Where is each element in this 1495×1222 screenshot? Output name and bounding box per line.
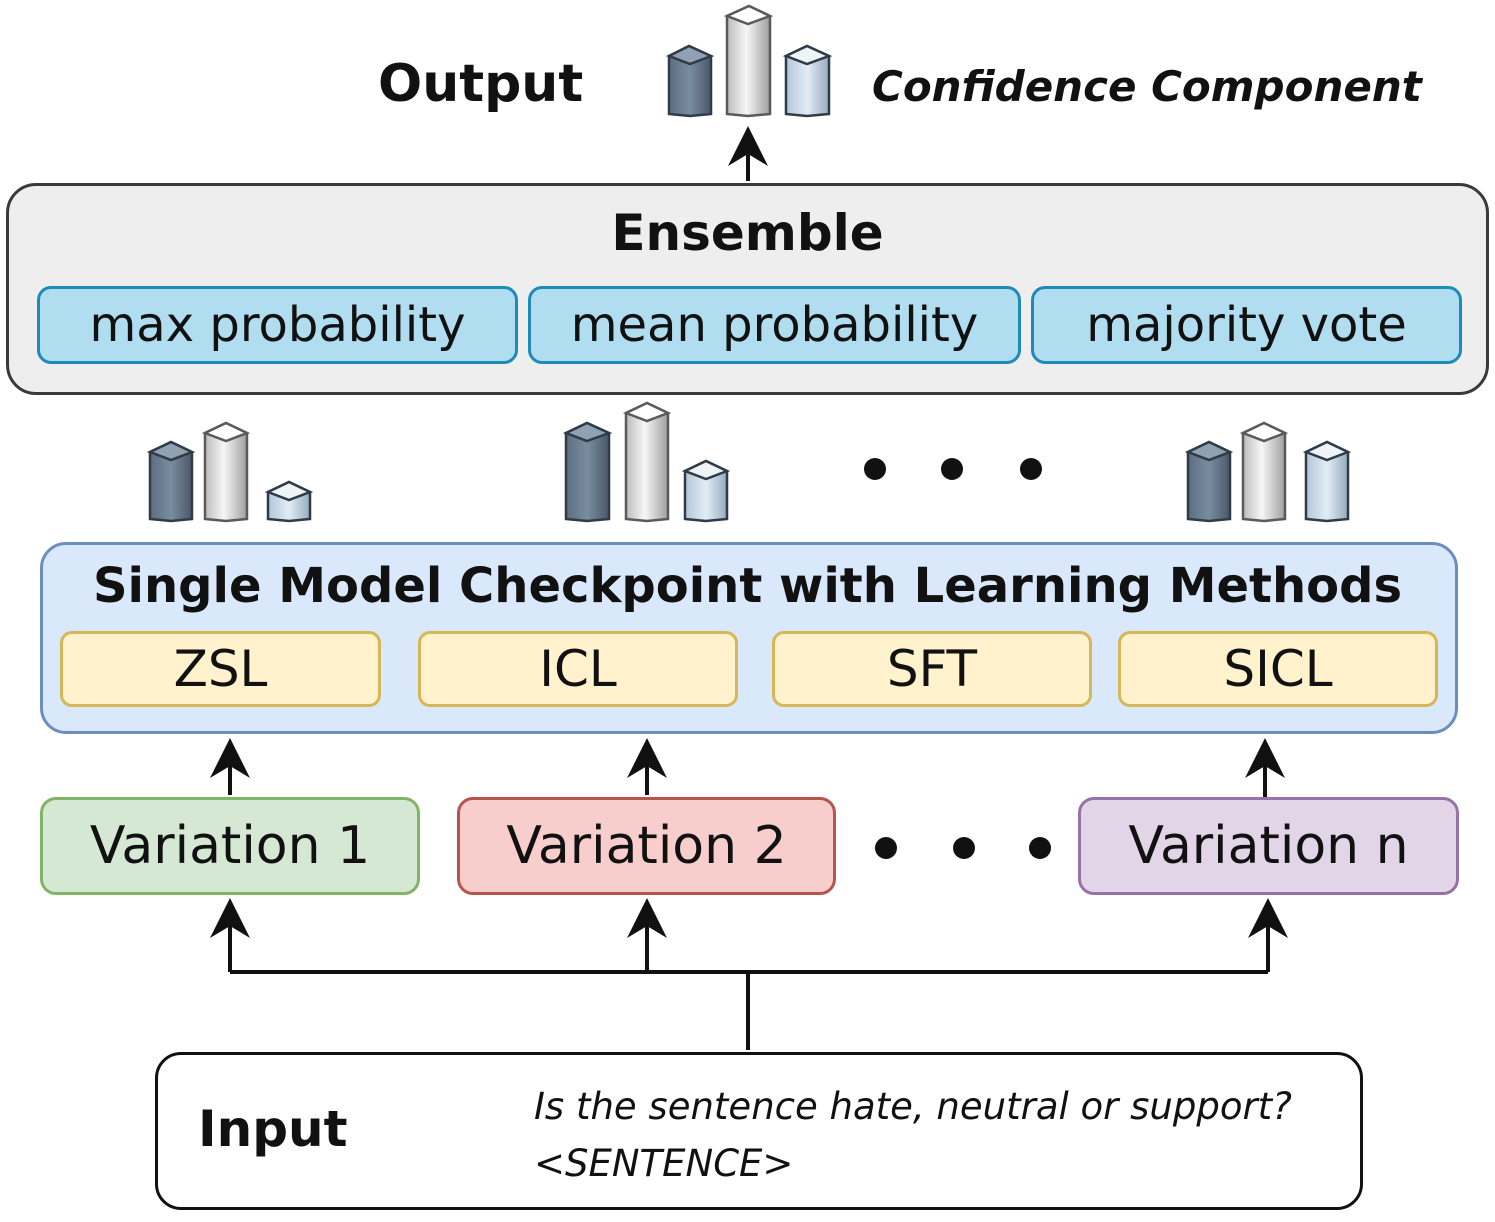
ellipsis-dots-row-1 bbox=[864, 458, 1042, 480]
ensemble-method-max-probability: max probability bbox=[37, 286, 518, 364]
ensemble-method-majority-vote: majority vote bbox=[1031, 286, 1462, 364]
learning-method-sft: SFT bbox=[772, 631, 1092, 707]
confidence-component-label: Confidence Component bbox=[872, 62, 1422, 111]
ensemble-method-mean-probability: mean probability bbox=[528, 286, 1021, 364]
checkpoint-1-confidence-bars-icon bbox=[146, 421, 314, 523]
variation-n-box: Variation n bbox=[1078, 797, 1459, 895]
learning-method-zsl: ZSL bbox=[60, 631, 381, 707]
checkpoint-2-confidence-bars-icon bbox=[562, 401, 731, 523]
variation-1-box: Variation 1 bbox=[40, 797, 420, 895]
ellipsis-dots-row-2 bbox=[875, 837, 1051, 859]
output-confidence-bars-icon bbox=[665, 4, 833, 118]
learning-method-sicl: SICL bbox=[1118, 631, 1438, 707]
input-label: Input bbox=[198, 1100, 348, 1158]
model-checkpoint-title: Single Model Checkpoint with Learning Me… bbox=[92, 558, 1403, 614]
ensemble-title: Ensemble bbox=[611, 204, 884, 262]
variation-2-box: Variation 2 bbox=[457, 797, 836, 895]
learning-method-icl: ICL bbox=[418, 631, 738, 707]
input-box bbox=[155, 1052, 1363, 1210]
output-label: Output bbox=[378, 54, 584, 114]
input-sentence-placeholder: <SENTENCE> bbox=[534, 1142, 794, 1185]
input-question-text: Is the sentence hate, neutral or support… bbox=[534, 1085, 1292, 1128]
checkpoint-n-confidence-bars-icon bbox=[1184, 421, 1352, 523]
